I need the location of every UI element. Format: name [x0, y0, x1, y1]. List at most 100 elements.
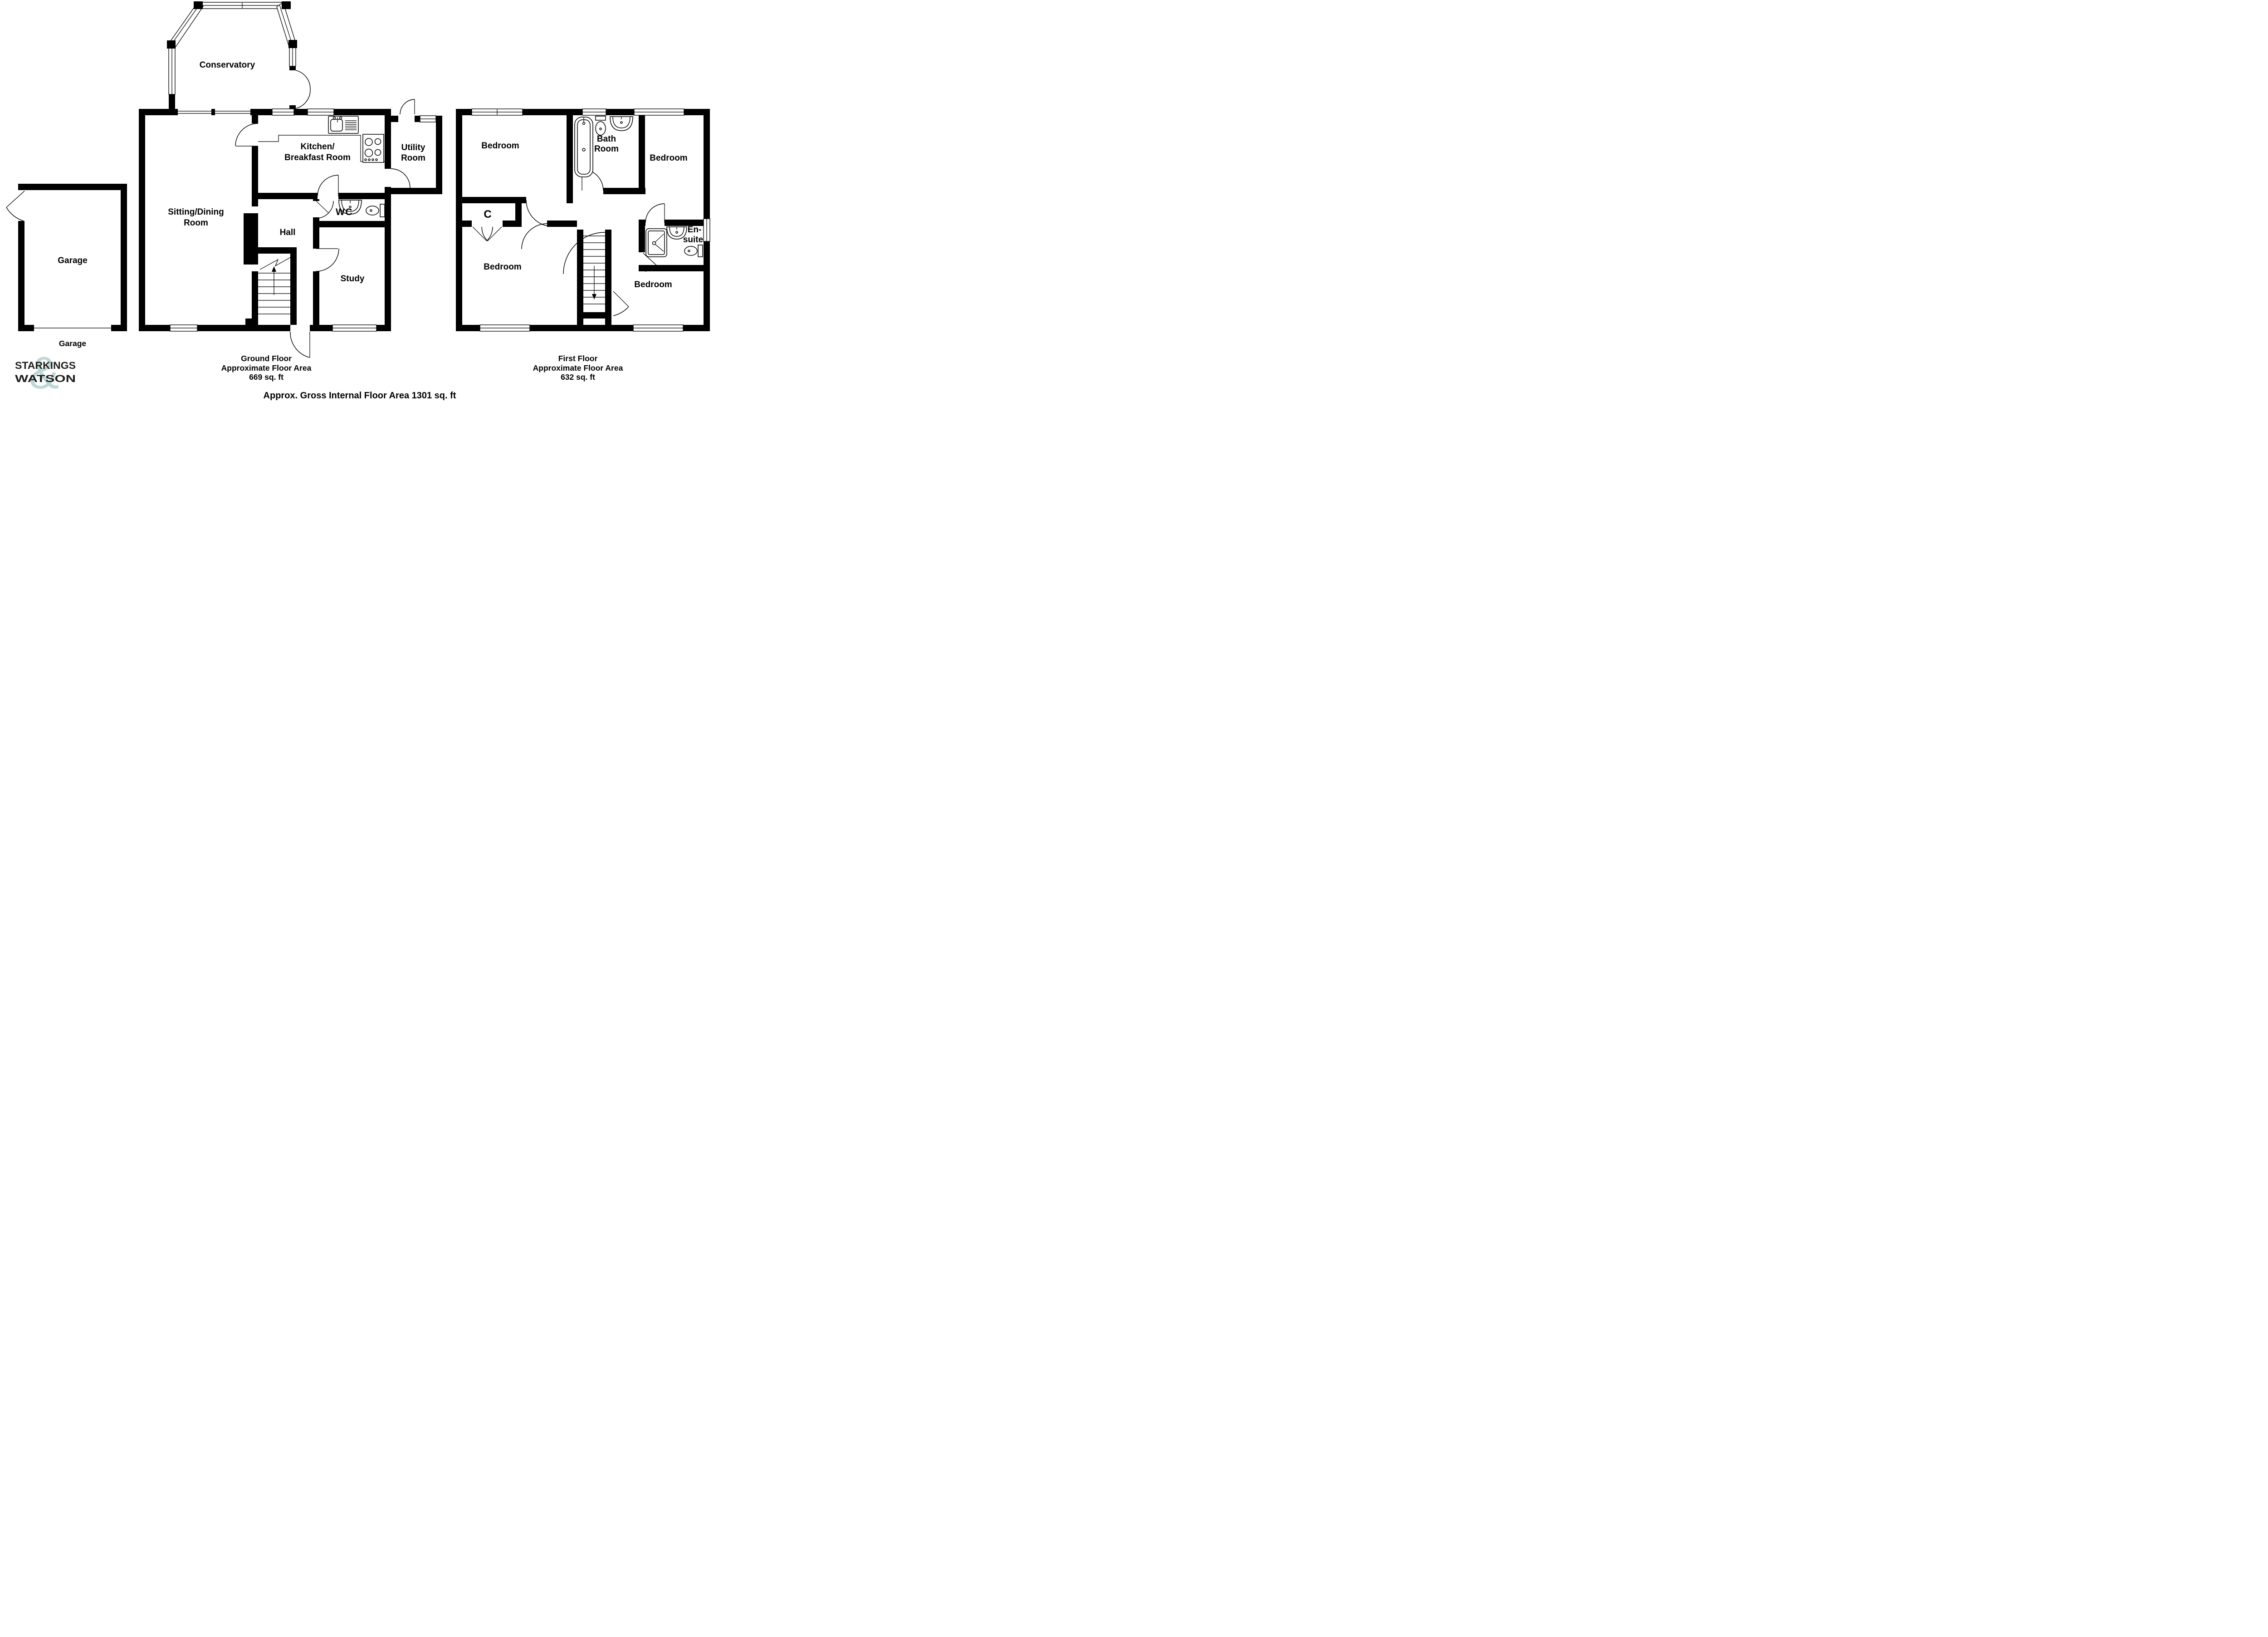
ground-openings [170, 108, 377, 358]
wall [665, 220, 704, 226]
room-label-sitting-dining: Room [184, 218, 208, 228]
door-arc [613, 306, 629, 316]
first-floor: Bath Room En- suite Bedroom Bedroom C Be… [456, 108, 710, 382]
wall-post [194, 1, 203, 9]
floorplan-drawing: Conservatory [6, 1, 710, 401]
hob-ring [364, 148, 373, 157]
room-label-bedroom: Bedroom [484, 262, 521, 272]
room-label-cupboard: C [484, 208, 491, 221]
window-mid-line [279, 4, 293, 44]
wall-post [289, 66, 296, 70]
door-leaf [643, 253, 659, 268]
door-arc [481, 226, 488, 241]
wall [258, 247, 297, 254]
arrow-head [592, 294, 596, 299]
room-label-hall: Hall [280, 228, 296, 237]
wall [639, 226, 645, 252]
door-opening [318, 193, 338, 199]
room-label-ensuite: En- [688, 225, 702, 235]
wall [639, 220, 645, 226]
floorplan-page: Conservatory [0, 0, 719, 409]
wall [18, 184, 127, 190]
room-label-bedroom: Bedroom [481, 141, 519, 151]
wall [503, 221, 522, 227]
cistern [380, 204, 385, 217]
sink-bowl [330, 119, 343, 132]
ground-floor: Conservatory [6, 1, 442, 382]
garage: Garage [6, 184, 127, 331]
wall [211, 109, 215, 115]
room-label-bathroom: Bath [597, 134, 616, 144]
door-arc [645, 267, 659, 272]
door-arc [6, 207, 24, 221]
drain [620, 121, 623, 124]
hall: Hall [258, 228, 297, 325]
door-leaf [6, 191, 25, 208]
wall-post [282, 1, 291, 9]
door-opening [252, 123, 258, 146]
shower-drain [652, 241, 656, 245]
hob-knob [371, 158, 374, 161]
tap [339, 116, 342, 120]
wall-post [169, 94, 175, 110]
stairs-first [583, 235, 605, 304]
hob-knob [364, 158, 367, 161]
door-opening [18, 190, 24, 221]
cupboard-doors [472, 226, 502, 241]
room-label-sitting-dining: Sitting/Dining [168, 207, 224, 217]
door-arc [486, 226, 493, 241]
drain [675, 231, 678, 234]
wall [456, 109, 462, 331]
wall [603, 188, 645, 194]
toilet-bowl [366, 206, 379, 216]
shower-inner [648, 230, 665, 255]
caption-line: Approximate Floor Area [533, 363, 623, 372]
wall [121, 184, 127, 331]
door-leaf [613, 291, 629, 307]
wall [462, 197, 526, 203]
room-label-kitchen: Breakfast Room [284, 153, 351, 162]
door-leaf [472, 226, 487, 241]
wall [547, 221, 577, 227]
wall-post [288, 40, 297, 48]
caption-line: Approximate Floor Area [221, 363, 312, 372]
first-floor-caption: First Floor Approximate Floor Area 632 s… [533, 354, 623, 382]
front-door-opening [290, 325, 310, 331]
kitchen-sink [328, 116, 359, 134]
door-opening [313, 249, 319, 271]
french-door-arc [295, 89, 311, 109]
chimney-breast [244, 213, 252, 265]
drain [688, 250, 690, 252]
hob-ring [374, 149, 381, 156]
hob-plate [362, 134, 384, 163]
wc-toilet [366, 204, 385, 217]
door-arc [316, 248, 339, 272]
wall [462, 221, 472, 227]
cistern [698, 245, 703, 257]
caption-line: First Floor [558, 354, 598, 363]
door-arc [317, 175, 339, 196]
hob-knob [368, 158, 371, 161]
cistern [595, 116, 606, 121]
hob-ring [374, 138, 381, 145]
wall [639, 115, 645, 194]
wall [139, 325, 391, 331]
kitchen-breakfast-room: Kitchen/ Breakfast Room [258, 116, 385, 199]
room-label-bedroom: Bedroom [650, 153, 687, 163]
wall [391, 188, 442, 194]
room-label-study: Study [341, 274, 365, 284]
basin-inner [612, 116, 631, 128]
arrow-head [272, 266, 276, 272]
room-label-garage: Garage [58, 256, 87, 265]
door-arc [521, 223, 547, 250]
door-arc [316, 201, 334, 219]
wall [577, 312, 611, 319]
hob-knob [375, 158, 378, 161]
room-label-bedroom: Bedroom [634, 280, 672, 289]
door-arc [235, 123, 259, 147]
wall-recess [252, 206, 258, 213]
wall [139, 109, 391, 115]
wall [577, 230, 583, 325]
door-leaf [316, 201, 329, 213]
conservatory: Conservatory [167, 1, 311, 110]
